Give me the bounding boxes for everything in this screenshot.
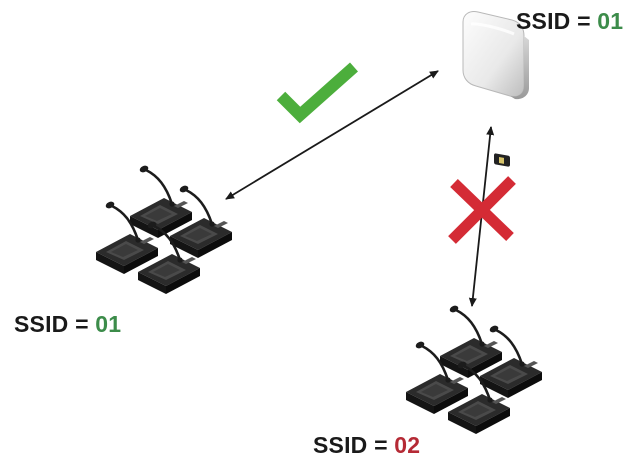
ssid-label-left-group: SSID = 01 — [14, 311, 121, 338]
microphone-group-left — [94, 163, 234, 296]
cross-icon — [448, 176, 516, 244]
ssid-label-access-point: SSID = 01 — [516, 8, 623, 35]
ssid-label-prefix: SSID = — [14, 311, 96, 337]
connection-arrow-allowed — [225, 70, 439, 200]
ssid-value: 01 — [95, 311, 122, 337]
ssid-label-prefix: SSID = — [313, 432, 395, 458]
ssid-value: 01 — [597, 8, 624, 34]
ssid-value: 02 — [394, 432, 421, 458]
microphone-group-bottom — [404, 303, 544, 436]
ssid-label-prefix: SSID = — [516, 8, 598, 34]
access-point-device — [462, 11, 529, 167]
checkmark-icon — [276, 62, 358, 124]
ssid-label-bottom-group: SSID = 02 — [313, 432, 420, 459]
